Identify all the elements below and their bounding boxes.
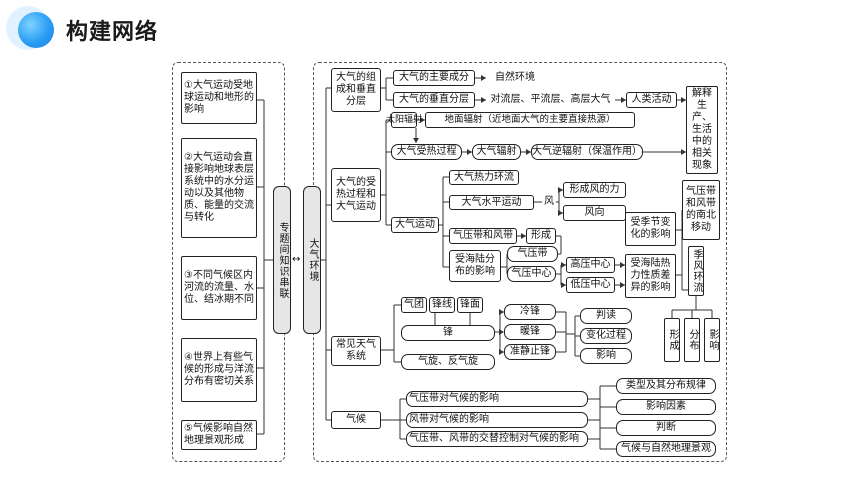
monsoon-influence: 影响	[704, 318, 720, 362]
double-arrow-icon: ↔	[292, 254, 301, 265]
stationary-front: 准静止锋	[504, 344, 556, 360]
low-center: 低压中心	[566, 277, 615, 293]
thermal-circulation: 大气热力环流	[449, 170, 519, 185]
section-composition: 大气的组成和垂直分层	[331, 68, 381, 112]
left-item-1: ①大气运动受地球运动和地形的影响	[181, 72, 257, 124]
monsoon-distribution: 分布	[684, 318, 700, 362]
cyclone-anticyclone: 气旋、反气旋	[401, 354, 495, 370]
pressure-wind-belts: 气压带和风带	[449, 228, 517, 244]
warm-front: 暖锋	[504, 324, 556, 340]
land-sea-influence: 受海陆分布的影响	[449, 250, 501, 282]
climate-pressure-belt: 气压带对气候的影响	[406, 391, 588, 407]
header-icon	[18, 12, 54, 48]
weather-influence: 影响	[580, 348, 632, 364]
horizontal-motion: 大气水平运动	[449, 195, 534, 210]
thermal-diff: 受海陆热力性质差异的影响	[625, 254, 676, 298]
front-surface: 锋面	[457, 297, 483, 313]
explain-phenomena: 解释生产、生活中的相关现象	[686, 86, 718, 174]
vertical-layers: 大气的垂直分层	[393, 92, 475, 108]
section-weather: 常见天气系统	[331, 336, 381, 366]
link-box: 专题间知识串联	[273, 186, 291, 334]
belts-formation: 形成	[526, 228, 556, 244]
left-item-5: ⑤气候影响自然地理景观形成	[181, 420, 257, 450]
monsoon-formation: 形成	[664, 318, 680, 362]
climate-wind-belt: 风带对气候的影响	[406, 412, 588, 428]
ground-radiation: 地面辐射（近地面大气的主要直接热源）	[425, 112, 635, 128]
left-item-2: ②大气运动会直接影响地球表层系统中的水分运动以及其他物质、能量的交流与转化	[181, 138, 257, 238]
wind-direction: 风向	[563, 205, 626, 221]
wind-force: 形成风的力	[563, 182, 626, 198]
natural-env: 自然环境	[486, 70, 544, 86]
belts-move: 气压带和风带的南北移动	[682, 180, 720, 240]
climate-type-distribution: 类型及其分布规律	[616, 378, 716, 394]
climate-landscape: 气候与自然地理景观	[616, 441, 716, 457]
heating-process: 大气受热过程	[391, 144, 462, 160]
pressure-center: 气压中心	[507, 266, 556, 282]
front: 锋	[401, 325, 495, 341]
layers: 对流层、平流层、高层大气	[486, 92, 615, 108]
left-item-4: ④世界上有些气候的形成与洋流分布有密切关系	[181, 338, 257, 402]
section-heating: 大气的受热过程和大气运动	[331, 168, 381, 222]
left-item-3: ③不同气候区内河流的流量、水位、结冰期不同	[181, 256, 257, 320]
cold-front: 冷锋	[504, 304, 556, 320]
solar-radiation: 太阳辐射	[386, 112, 422, 128]
wind-label: 风	[544, 196, 554, 207]
topic-box: 大气环境	[303, 186, 321, 334]
monsoon-circulation: 季风环流	[688, 246, 704, 296]
main-component: 大气的主要成分	[393, 70, 475, 86]
climate-alternation: 气压带、风带的交替控制对气候的影响	[406, 431, 588, 447]
counter-radiation: 大气逆辐射（保温作用）	[531, 144, 643, 160]
climate-factors: 影响因素	[616, 399, 716, 415]
climate-judge: 判断	[616, 420, 716, 436]
atm-radiation: 大气辐射	[472, 144, 521, 160]
page-title: 构建网络	[66, 20, 159, 45]
pressure-belt: 气压带	[507, 246, 558, 262]
atm-motion: 大气运动	[391, 217, 439, 233]
human-activity: 人类活动	[626, 92, 677, 108]
section-climate: 气候	[331, 411, 381, 429]
air-mass: 气团	[401, 297, 427, 313]
front-line: 锋线	[429, 297, 455, 313]
high-center: 高压中心	[566, 257, 615, 273]
change-process: 变化过程	[580, 328, 632, 344]
season-change: 受季节变化的影响	[625, 212, 676, 246]
judge: 判读	[580, 308, 632, 324]
